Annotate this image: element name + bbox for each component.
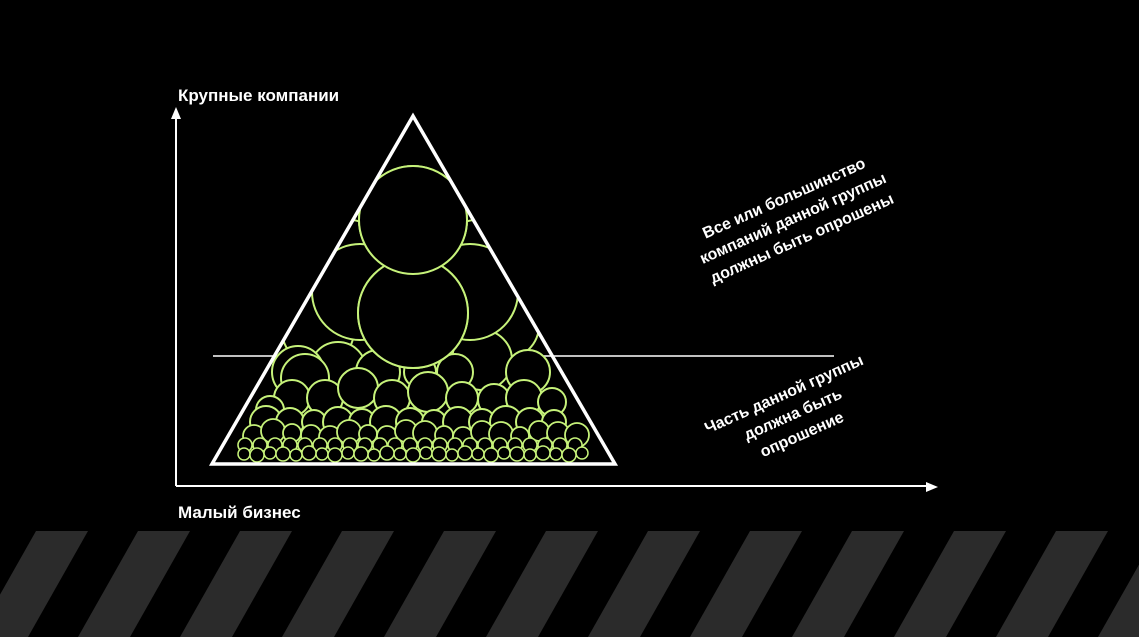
upper-annotation: Все или большинство компаний данной груп…	[697, 155, 896, 287]
company-circle	[341, 446, 355, 460]
company-circle	[249, 447, 265, 463]
company-circle	[289, 448, 303, 462]
stripe	[0, 531, 88, 637]
company-circle	[393, 447, 407, 461]
stripe	[384, 531, 496, 637]
y-axis-arrow-icon	[171, 107, 181, 119]
company-circle	[301, 445, 317, 461]
company-circle	[509, 446, 525, 462]
stripe	[588, 531, 700, 637]
lower-annotation: Часть данной группы должна быть опрошени…	[702, 352, 866, 461]
company-circle	[379, 445, 395, 461]
company-circle	[419, 446, 433, 460]
company-circle	[367, 448, 381, 462]
company-circle	[275, 446, 291, 462]
company-circle	[327, 447, 343, 463]
stripe	[792, 531, 904, 637]
company-circle	[497, 446, 511, 460]
x-axis-arrow-icon	[926, 482, 938, 492]
stripe	[1098, 564, 1139, 637]
company-circle	[471, 447, 485, 461]
company-circle	[483, 447, 499, 463]
company-circle	[431, 446, 447, 462]
stripe	[690, 531, 802, 637]
stripe	[282, 531, 394, 637]
company-circle	[337, 367, 379, 409]
company-circle	[535, 445, 551, 461]
pyramid-triangle	[208, 112, 619, 466]
company-circle	[561, 447, 577, 463]
company-circle	[263, 446, 277, 460]
company-circle	[523, 448, 537, 462]
company-circle	[237, 447, 251, 461]
company-circle	[457, 445, 473, 461]
company-circle	[407, 371, 449, 413]
hazard-stripes-band	[0, 531, 1139, 637]
company-circle	[358, 165, 468, 275]
stripe	[486, 531, 598, 637]
stripe	[78, 531, 190, 637]
y-axis-label: Крупные компании	[178, 86, 339, 105]
stripe	[894, 531, 1006, 637]
company-circle	[549, 447, 563, 461]
company-circle	[575, 446, 589, 460]
company-circle	[353, 446, 369, 462]
company-circle	[405, 447, 421, 463]
company-circles	[237, 165, 590, 463]
stripe	[180, 531, 292, 637]
x-axis-label: Малый бизнес	[178, 503, 301, 522]
company-circle	[445, 448, 459, 462]
company-circle	[315, 447, 329, 461]
stripe	[996, 531, 1108, 637]
